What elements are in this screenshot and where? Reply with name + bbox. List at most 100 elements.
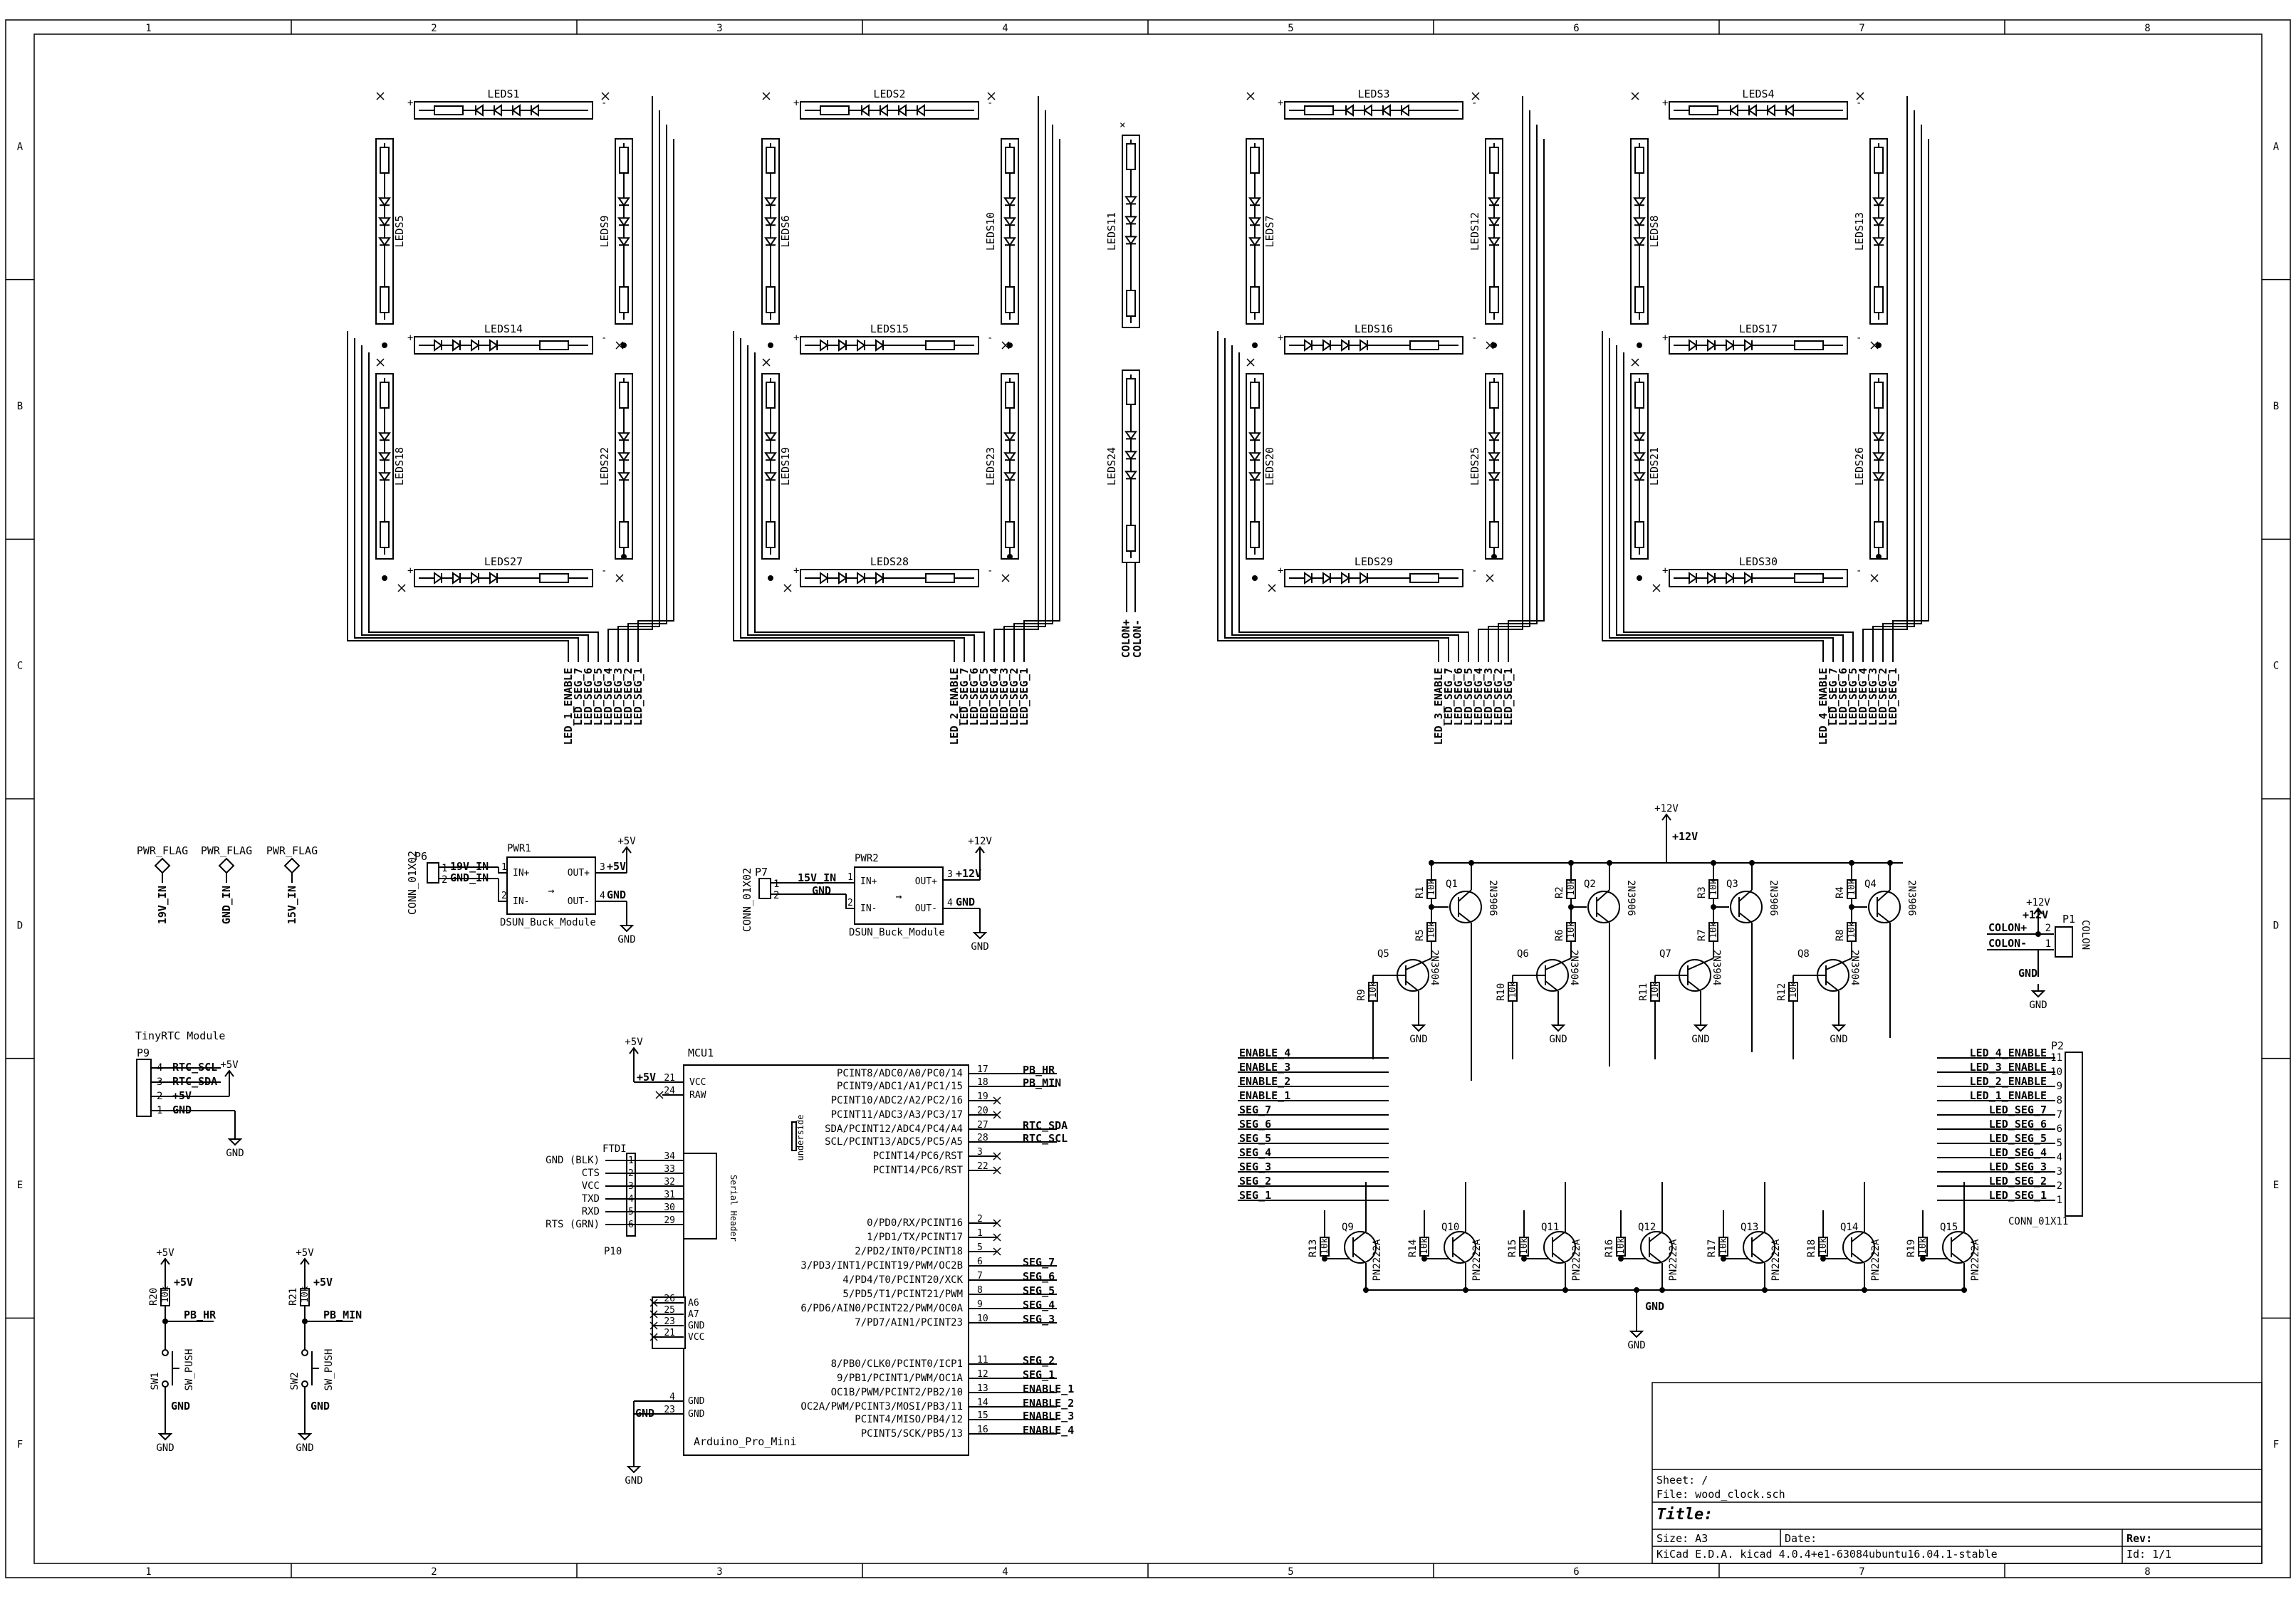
resistor <box>1005 286 1015 313</box>
resistor-ref: R7 <box>1696 929 1708 941</box>
connector-value: CONN_01X11 <box>2008 1216 2068 1227</box>
connector-value: CONN_01X02 <box>741 868 753 932</box>
mcu-pin-name: SCL/PCINT13/ADC5/PC5/A5 <box>825 1136 963 1148</box>
diode <box>1363 104 1372 117</box>
net-label-led_seg_5: LED_SEG_5 <box>1462 668 1475 725</box>
no-connect-mark <box>1652 584 1661 592</box>
diode <box>1322 339 1332 352</box>
pin-name: OUT+ <box>915 876 937 887</box>
net-label-led_seg_2: LED_SEG_2 <box>1492 668 1505 725</box>
diode <box>474 104 484 117</box>
connector-body <box>136 1059 152 1117</box>
pin-num: 6 <box>977 1257 983 1267</box>
junction-dot <box>1876 554 1882 560</box>
transistor-ref: Q10 <box>1441 1222 1459 1233</box>
resistor-value: 10k <box>1788 981 1799 998</box>
pin-polarity: - <box>1856 565 1862 577</box>
net-label: SEG_4 <box>1023 1299 1055 1311</box>
diode <box>1689 339 1698 352</box>
diode <box>1726 572 1735 585</box>
diode <box>1488 237 1501 246</box>
no-connect-mark <box>655 1091 664 1099</box>
resistor-value: 10k <box>1566 879 1577 896</box>
diode <box>471 339 480 352</box>
frame-row-label: F <box>2273 1440 2279 1451</box>
net-label-enable_4: ENABLE_4 <box>1239 1047 1290 1059</box>
resistor <box>1126 378 1136 405</box>
net-label-seg_4: SEG_4 <box>1239 1146 1271 1159</box>
net-label-seg_6: SEG_6 <box>1239 1118 1271 1131</box>
diode <box>838 572 847 585</box>
mcu-pin-name: OC1B/PWM/PCINT2/PB2/10 <box>831 1387 963 1398</box>
segment-middle: LEDS17 <box>1669 323 1848 355</box>
pin-num: 8 <box>2057 1095 2062 1106</box>
diode <box>489 572 499 585</box>
net-label: +12V <box>2023 908 2048 921</box>
no-connect-mark <box>993 1111 1001 1119</box>
pin-num: 23 <box>664 1316 675 1327</box>
net-label: +12V <box>956 867 981 880</box>
wire <box>1452 1231 1466 1242</box>
net-label: GND <box>635 1407 654 1420</box>
resistor-value: 10k <box>1320 1237 1330 1254</box>
net-label-led_seg_4: LED_SEG_4 <box>988 668 1001 725</box>
net-label: ENABLE_4 <box>1023 1424 1074 1437</box>
no-connect-mark <box>1870 574 1879 582</box>
net-label: SEG_6 <box>1023 1270 1055 1283</box>
resistor <box>539 573 569 583</box>
resistor-ref: R14 <box>1407 1239 1419 1257</box>
power-input-1: CONN_01X02P61219V_INGND_INPWR1IN+IN-OUT+… <box>406 836 636 945</box>
ground-triangle <box>1693 1024 1708 1032</box>
diode <box>1707 572 1716 585</box>
nc-stroke <box>601 92 610 100</box>
pin-num: 22 <box>977 1161 988 1172</box>
net-label: PB_HR <box>184 1309 216 1321</box>
resistor-ref: R13 <box>1308 1239 1319 1257</box>
outer-frame <box>5 19 2291 1578</box>
no-connect-mark <box>987 92 996 100</box>
pin-num: 2 <box>2057 1180 2062 1192</box>
net-label-led_2_enable: LED_2_ENABLE <box>1970 1075 2047 1088</box>
bus-wire <box>1217 331 1439 662</box>
pin-polarity: + <box>793 565 799 577</box>
rtc-module-title: TinyRTC Module <box>135 1029 225 1042</box>
nc-stroke <box>615 341 624 350</box>
bus-wire <box>354 338 579 662</box>
wire <box>1825 958 1852 970</box>
nc-stroke <box>1652 584 1661 592</box>
diode <box>916 104 925 117</box>
mcu-pin-name: PCINT4/MISO/PB4/12 <box>855 1414 963 1425</box>
power-label: +5V <box>617 836 636 847</box>
net-label: RTC_SCL <box>172 1061 217 1074</box>
wire <box>498 867 507 874</box>
transistor-ref: Q11 <box>1541 1222 1559 1233</box>
diode <box>1248 432 1261 441</box>
mcu-pin-name: PCINT11/ADC3/A3/PC3/17 <box>831 1109 963 1121</box>
net-label-colon-minus: COLON- <box>1131 619 1144 658</box>
diode <box>530 104 539 117</box>
diode <box>1744 339 1753 352</box>
title-block-title: Title: <box>1656 1506 1713 1524</box>
wire <box>498 879 507 902</box>
no-connect-mark <box>993 1166 1001 1175</box>
diode <box>820 572 829 585</box>
diode <box>452 572 461 585</box>
colon-upper: LEDS11 <box>1105 135 1140 328</box>
bus-wire <box>1882 125 1922 662</box>
resistor <box>1126 290 1136 317</box>
pin-num: 3 <box>977 1147 983 1158</box>
pin-num: 4 <box>669 1392 675 1403</box>
resistor <box>1409 573 1439 583</box>
pin-num: 1 <box>2057 1195 2062 1206</box>
resistor <box>766 521 776 548</box>
pin-polarity: - <box>1471 332 1477 344</box>
diode <box>820 339 829 352</box>
pwr-flag-net: 19V_IN <box>156 886 169 924</box>
segment-top: LEDS2 <box>800 88 979 120</box>
ftdi-pin-label: TXD <box>582 1193 600 1205</box>
net-label: GND <box>1645 1300 1664 1313</box>
pwr-flag-net: 15V_IN <box>286 886 298 924</box>
